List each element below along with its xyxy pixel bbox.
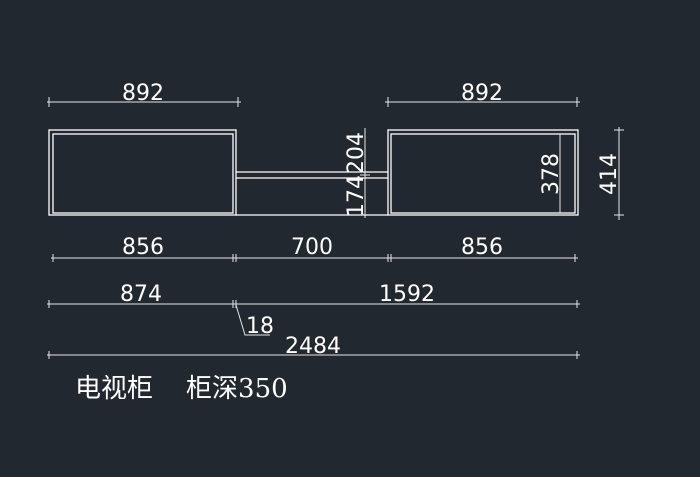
overall-length-dimension: 2484 bbox=[47, 334, 580, 359]
shelf-gap-lower-label: 174 bbox=[344, 175, 369, 217]
top-right-dimension: 892 bbox=[385, 81, 580, 107]
drawing-caption: 电视柜 柜深350 bbox=[75, 374, 288, 404]
shelf-height-dimension: 204 174 bbox=[344, 128, 370, 218]
top-left-dimension: 892 bbox=[47, 81, 241, 107]
left-cabinet bbox=[48, 129, 237, 216]
bottom-middle-width-label: 700 bbox=[291, 235, 333, 260]
inner-height-dimension: 378 bbox=[539, 134, 564, 213]
bottom-left-width-label: 856 bbox=[122, 235, 164, 260]
span-right-label: 1592 bbox=[379, 282, 435, 307]
shelf-gap-upper-label: 204 bbox=[344, 132, 369, 174]
middle-shelf bbox=[236, 171, 388, 216]
span-dimension: 874 1592 bbox=[47, 282, 580, 308]
overall-height-label: 414 bbox=[597, 153, 622, 195]
span-left-label: 874 bbox=[120, 282, 162, 307]
board-thickness-leader: 18 bbox=[235, 304, 274, 339]
overall-height-dimension: 414 bbox=[597, 127, 624, 220]
inner-height-label: 378 bbox=[539, 153, 564, 195]
top-left-width-label: 892 bbox=[122, 81, 164, 106]
overall-length-label: 2484 bbox=[285, 334, 341, 359]
right-cabinet bbox=[387, 129, 579, 216]
bottom-right-width-label: 856 bbox=[461, 235, 503, 260]
board-thickness-label: 18 bbox=[246, 314, 274, 339]
bottom-widths-dimension: 856 700 856 bbox=[51, 235, 578, 262]
top-right-width-label: 892 bbox=[461, 81, 503, 106]
